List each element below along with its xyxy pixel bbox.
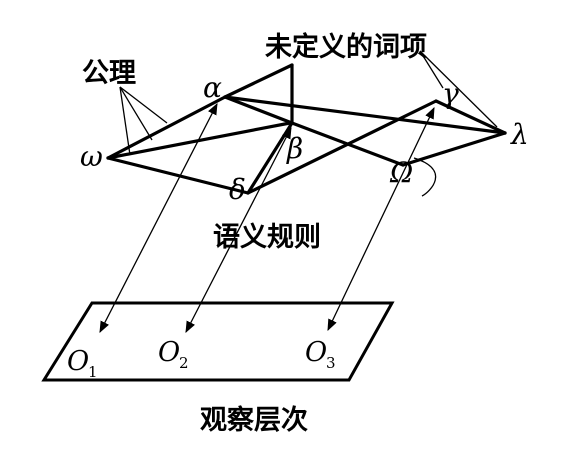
svg-text:O: O xyxy=(158,337,180,368)
svg-text:O: O xyxy=(305,337,327,368)
observation-level-label: 观察层次 xyxy=(200,404,308,436)
axioms-callout-lines xyxy=(119,86,168,156)
edge-alpha-top xyxy=(223,63,294,99)
edge-alpha-beta xyxy=(223,95,294,125)
edge-Omega-lambda xyxy=(401,131,507,167)
svg-text:O: O xyxy=(67,346,89,377)
node-beta-label: β xyxy=(286,132,303,165)
semantic-rule-bracket xyxy=(413,157,437,197)
arrow-alpha-O1 xyxy=(99,102,218,334)
edge-omega-delta xyxy=(106,156,250,195)
observation-O2: O 2 xyxy=(158,337,189,372)
observation-O3: O 3 xyxy=(305,337,336,372)
axioms-label: 公理 xyxy=(82,58,136,89)
edge-gamma-lambda xyxy=(434,99,507,135)
undefined-terms-label: 未定义的词项 xyxy=(265,31,427,63)
node-delta-label: δ xyxy=(229,173,246,206)
node-Omega-label: Ω xyxy=(389,156,413,189)
semantic-rule-arrows xyxy=(99,102,435,334)
node-gamma-label: γ xyxy=(442,77,459,110)
observation-O1: O 1 xyxy=(67,346,98,381)
node-lambda-label: λ xyxy=(510,118,529,151)
observation-plane xyxy=(41,301,395,382)
semantic-rules-label: 语义规则 xyxy=(213,222,321,253)
svg-text:1: 1 xyxy=(88,363,98,381)
svg-text:2: 2 xyxy=(179,354,189,372)
svg-text:3: 3 xyxy=(326,354,336,372)
node-omega-label: ω xyxy=(80,140,103,173)
arrow-beta-O2 xyxy=(185,126,292,334)
node-alpha-label: α xyxy=(203,71,222,104)
undefined-terms-callout-lines xyxy=(419,50,498,128)
arrow-gamma-O3 xyxy=(327,106,435,332)
